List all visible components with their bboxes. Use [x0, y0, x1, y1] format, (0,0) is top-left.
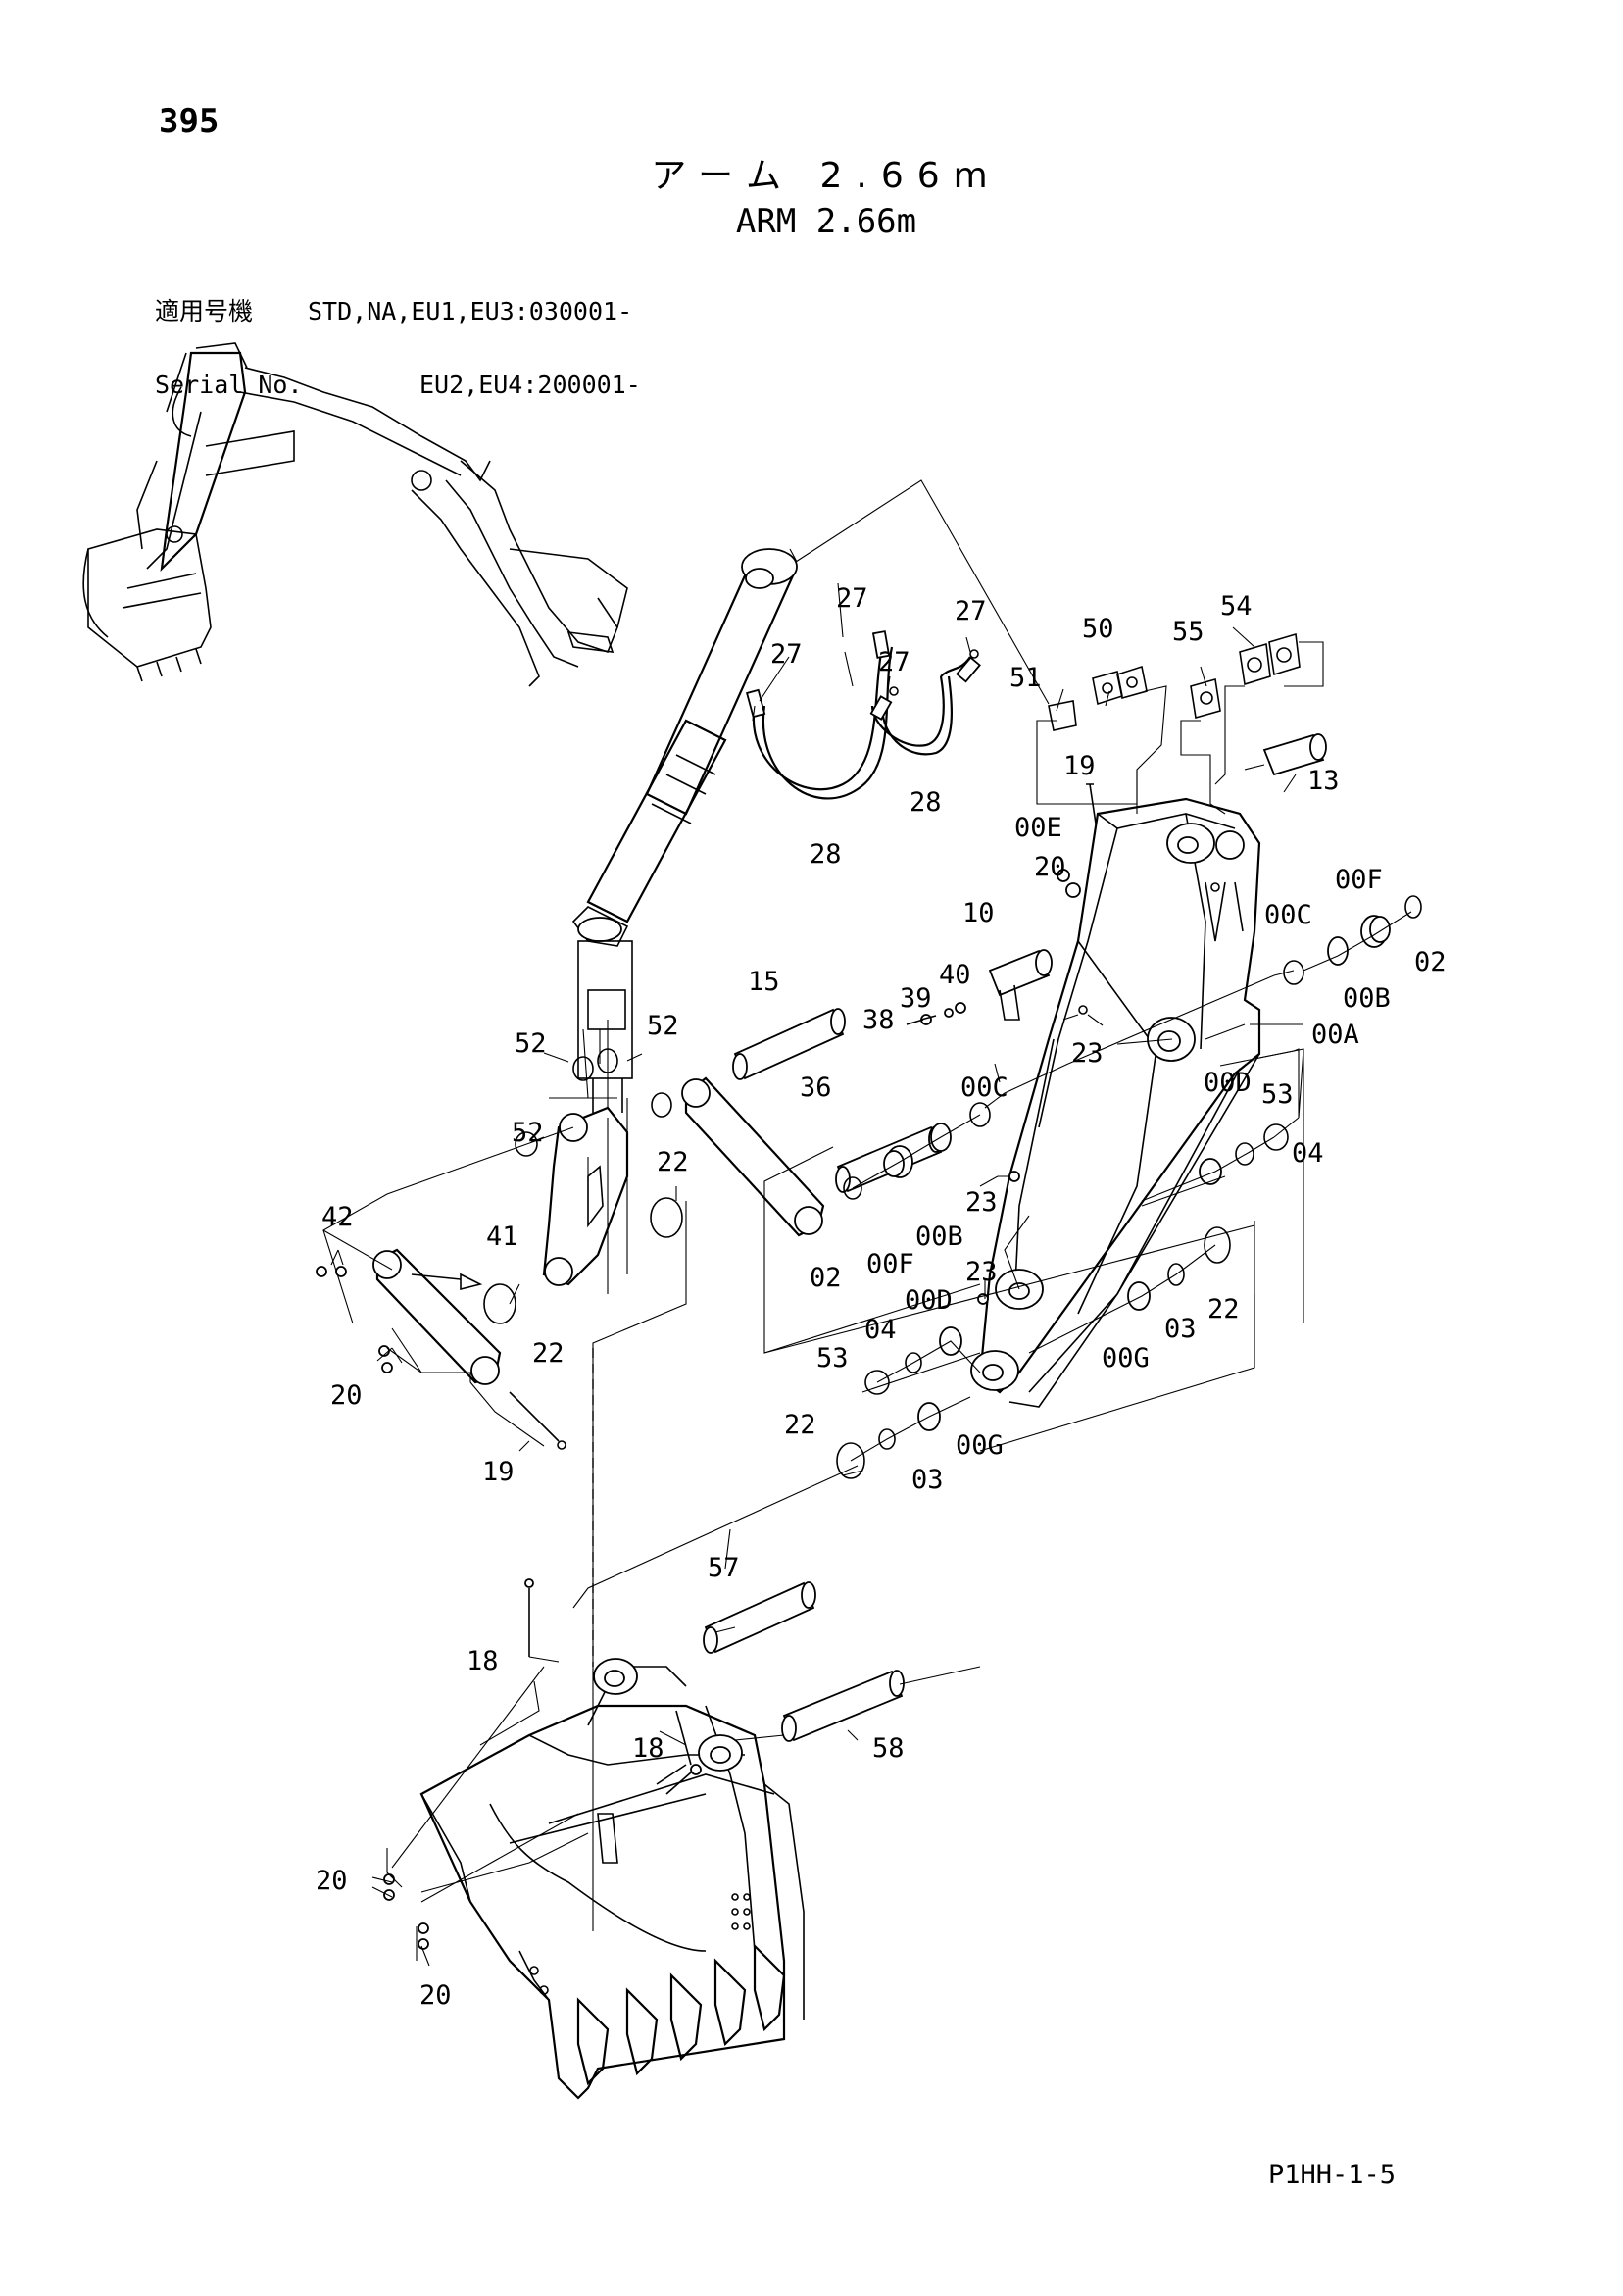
callout-27: 27 — [878, 647, 910, 677]
callout-10: 10 — [962, 898, 995, 928]
callout-20: 20 — [419, 1980, 452, 2011]
callout-03: 03 — [1164, 1314, 1197, 1344]
callout-00A: 00A — [1311, 1020, 1359, 1050]
callout-02: 02 — [1414, 947, 1447, 977]
callout-27: 27 — [955, 596, 987, 626]
callout-41: 41 — [486, 1222, 518, 1252]
callout-52: 52 — [647, 1011, 679, 1041]
serial-label-en: Serial No. — [155, 371, 303, 399]
callout-57: 57 — [708, 1553, 740, 1583]
callout-22: 22 — [784, 1410, 816, 1440]
callout-18: 18 — [467, 1646, 499, 1676]
callout-28: 28 — [810, 839, 842, 870]
callout-27: 27 — [836, 583, 868, 614]
callout-15: 15 — [748, 967, 780, 997]
callout-00F: 00F — [866, 1249, 914, 1279]
callout-42: 42 — [321, 1202, 354, 1232]
nuts-and-bolts — [316, 783, 1097, 1950]
serial-line-2: EU2,EU4:200001- — [419, 371, 641, 399]
callout-22: 22 — [657, 1147, 689, 1177]
callout-13: 13 — [1307, 766, 1340, 796]
callout-27: 27 — [770, 639, 803, 670]
callout-19: 19 — [482, 1457, 515, 1487]
bucket — [419, 1578, 805, 2100]
callout-52: 52 — [515, 1028, 547, 1059]
callout-00F: 00F — [1335, 865, 1383, 895]
callout-00D: 00D — [1204, 1068, 1252, 1098]
callout-22: 22 — [1207, 1294, 1240, 1324]
callout-39: 39 — [900, 983, 932, 1014]
title-japanese: アーム 2.66m — [651, 156, 1002, 196]
page-number: 395 — [159, 102, 220, 141]
arm-cylinder — [571, 548, 798, 1113]
callout-54: 54 — [1220, 591, 1253, 622]
callout-23: 23 — [965, 1257, 998, 1287]
callout-18: 18 — [632, 1733, 664, 1764]
callout-00G: 00G — [956, 1430, 1004, 1461]
callout-00B: 00B — [915, 1222, 963, 1252]
callout-38: 38 — [862, 1005, 895, 1035]
excavator-overview-illustration — [82, 342, 628, 687]
callout-04: 04 — [1292, 1138, 1324, 1169]
leader-lines — [322, 582, 1412, 1967]
callout-23: 23 — [1071, 1038, 1104, 1069]
callout-labels: 27 27 27 27 28 28 50 54 51 55 13 19 00E … — [316, 583, 1447, 2011]
title-english: ARM 2.66m — [735, 202, 917, 241]
callout-00C: 00C — [960, 1073, 1008, 1103]
callout-20: 20 — [330, 1380, 363, 1411]
callout-36: 36 — [800, 1073, 832, 1103]
pins — [703, 733, 1327, 1742]
callout-58: 58 — [872, 1733, 905, 1764]
callout-28: 28 — [910, 787, 942, 818]
callout-00D: 00D — [905, 1285, 953, 1316]
shim-plates — [1036, 632, 1324, 815]
callout-19: 19 — [1063, 751, 1096, 781]
callout-00E: 00E — [1014, 813, 1062, 843]
serial-label-jp: 適用号機 — [155, 297, 254, 325]
drawing-code: P1HH-1-5 — [1268, 2160, 1397, 2190]
arm-links — [372, 1076, 825, 1450]
callout-20: 20 — [316, 1866, 348, 1896]
callout-53: 53 — [816, 1343, 849, 1373]
callout-51: 51 — [1009, 663, 1042, 693]
callout-50: 50 — [1082, 614, 1114, 644]
callout-55: 55 — [1172, 617, 1205, 647]
callout-00B: 00B — [1343, 983, 1391, 1014]
callout-40: 40 — [939, 960, 971, 990]
callout-04: 04 — [864, 1315, 897, 1345]
callout-03: 03 — [911, 1465, 944, 1495]
serial-applicability: 適用号機 STD,NA,EU1,EU3:030001- Serial No. EU2… — [155, 250, 641, 422]
callout-20: 20 — [1034, 852, 1066, 882]
callout-22: 22 — [532, 1338, 565, 1369]
callout-00C: 00C — [1264, 900, 1312, 930]
callout-02: 02 — [810, 1263, 842, 1293]
serial-line-1: STD,NA,EU1,EU3:030001- — [308, 297, 633, 325]
callout-00G: 00G — [1102, 1343, 1150, 1373]
callout-52: 52 — [512, 1118, 544, 1148]
callout-53: 53 — [1261, 1079, 1294, 1110]
hose-assemblies — [745, 479, 1050, 800]
callout-23: 23 — [965, 1187, 998, 1218]
